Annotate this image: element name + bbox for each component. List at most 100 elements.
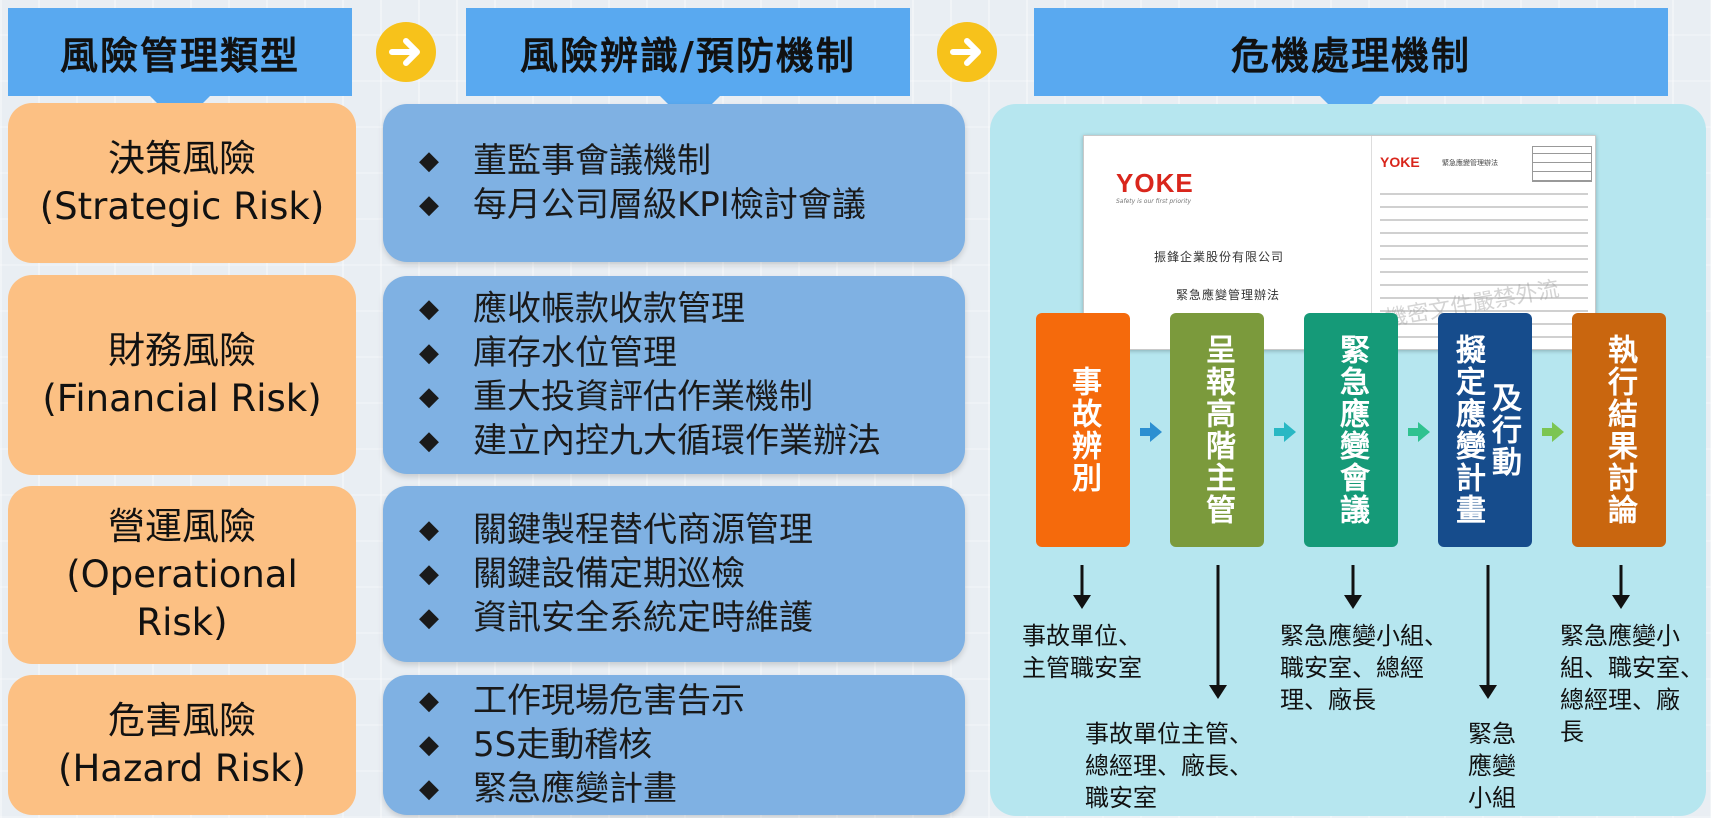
header-risk-types-label: 風險管理類型 bbox=[59, 33, 300, 78]
down-arrow-icon bbox=[1343, 565, 1363, 614]
measure-item: ◆ 建立內控九大循環作業辦法 bbox=[419, 419, 965, 463]
measure-item: ◆ 資訊安全系統定時維護 bbox=[419, 596, 965, 640]
risk-label-zh: 營運風險 bbox=[108, 505, 256, 548]
measure-text: 5S走動稽核 bbox=[473, 725, 653, 765]
diamond-bullet-icon: ◆ bbox=[419, 686, 439, 716]
step-label: 事故辨別 bbox=[1066, 366, 1101, 494]
measures-hazard: ◆ 工作現場危害告示 ◆ 5S走動稽核 ◆ 緊急應變計畫 bbox=[383, 675, 965, 815]
step-incident-identification: 事故辨別 bbox=[1036, 313, 1130, 547]
diamond-bullet-icon: ◆ bbox=[419, 338, 439, 368]
measure-item: ◆ 工作現場危害告示 bbox=[419, 679, 965, 723]
desc-line: 長 bbox=[1560, 718, 1584, 746]
right-arrow-icon bbox=[937, 22, 997, 82]
diamond-bullet-icon: ◆ bbox=[419, 382, 439, 412]
down-arrow-icon bbox=[1611, 565, 1631, 614]
header-risk-types: 風險管理類型 bbox=[8, 8, 352, 96]
diamond-bullet-icon: ◆ bbox=[419, 426, 439, 456]
step-response-plan: 擬定應變計畫 及行動 bbox=[1438, 313, 1532, 547]
header-crisis: 危機處理機制 bbox=[1034, 8, 1668, 96]
logo-tagline: Safety is our first priority bbox=[1116, 198, 1192, 205]
measure-item: ◆ 庫存水位管理 bbox=[419, 331, 965, 375]
measure-text: 建立內控九大循環作業辦法 bbox=[473, 421, 881, 461]
diamond-bullet-icon: ◆ bbox=[419, 190, 439, 220]
risk-label-en: (Operational bbox=[66, 553, 298, 596]
risk-financial: 財務風險 (Financial Risk) bbox=[8, 275, 356, 475]
measure-item: ◆ 董監事會議機制 bbox=[419, 139, 965, 183]
responsible-units-step1: 事故單位、 主管職安室 bbox=[1022, 620, 1192, 684]
measure-text: 關鍵設備定期巡檢 bbox=[473, 554, 745, 594]
measure-text: 緊急應變計畫 bbox=[473, 769, 677, 809]
document-page-cover: YOKE Safety is our first priority 振鋒企業股份… bbox=[1084, 136, 1364, 349]
step-label: 呈報高階主管 bbox=[1200, 334, 1235, 526]
step-arrow-icon bbox=[1140, 422, 1162, 446]
desc-line: 事故單位、 bbox=[1022, 622, 1142, 650]
risk-label-zh: 危害風險 bbox=[108, 699, 256, 742]
step-arrow-icon bbox=[1408, 422, 1430, 446]
diamond-bullet-icon: ◆ bbox=[419, 730, 439, 760]
desc-line: 職安室 bbox=[1085, 784, 1157, 812]
diamond-bullet-icon: ◆ bbox=[419, 294, 439, 324]
diamond-bullet-icon: ◆ bbox=[419, 146, 439, 176]
diamond-bullet-icon: ◆ bbox=[419, 774, 439, 804]
diamond-bullet-icon: ◆ bbox=[419, 559, 439, 589]
risk-hazard: 危害風險 (Hazard Risk) bbox=[8, 675, 356, 815]
measure-text: 董監事會議機制 bbox=[473, 141, 711, 181]
measure-text: 工作現場危害告示 bbox=[473, 681, 745, 721]
desc-line: 緊急應變小組、 bbox=[1280, 622, 1448, 650]
desc-line: 總經理、廠 bbox=[1560, 686, 1680, 714]
step-emergency-meeting: 緊急應變會議 bbox=[1304, 313, 1398, 547]
measure-item: ◆ 5S走動稽核 bbox=[419, 723, 965, 767]
measures-strategic: ◆ 董監事會議機制 ◆ 每月公司層級KPI檢討會議 bbox=[383, 104, 965, 262]
measures-operational: ◆關鍵製程替代商源管理 ◆ 關鍵設備定期巡檢 ◆ 資訊安全系統定時維護 bbox=[383, 486, 965, 662]
risk-label-en-2: Risk) bbox=[136, 601, 228, 644]
measure-text: 每月公司層級KPI檢討會議 bbox=[473, 185, 866, 225]
measure-text: 資訊安全系統定時維護 bbox=[473, 598, 813, 638]
header-identification: 風險辨識/預防機制 bbox=[466, 8, 910, 96]
risk-label-zh: 決策風險 bbox=[108, 137, 256, 180]
step-label: 執行結果討論 bbox=[1602, 334, 1637, 526]
desc-line: 緊急應變小組 bbox=[1468, 720, 1516, 812]
measure-item: ◆關鍵製程替代商源管理 bbox=[419, 508, 965, 552]
desc-line: 緊急應變小 bbox=[1560, 622, 1680, 650]
measure-text: 應收帳款收款管理 bbox=[473, 289, 745, 329]
step-report-management: 呈報高階主管 bbox=[1170, 313, 1264, 547]
step-label: 擬定應變計畫 bbox=[1450, 334, 1485, 526]
step-label: 緊急應變會議 bbox=[1334, 334, 1369, 526]
desc-line: 組、職安室、 bbox=[1560, 654, 1704, 682]
measure-item: ◆ 緊急應變計畫 bbox=[419, 767, 965, 811]
responsible-units-step3: 緊急應變小組、 職安室、總經 理、廠長 bbox=[1280, 620, 1480, 716]
responsible-units-step4: 緊急應變小組 bbox=[1468, 718, 1516, 814]
risk-label-en: (Financial Risk) bbox=[42, 377, 322, 420]
yoke-logo: YOKE bbox=[1116, 168, 1194, 198]
measure-item: ◆ 應收帳款收款管理 bbox=[419, 287, 965, 331]
document-company: 振鋒企業股份有限公司 bbox=[1154, 250, 1285, 264]
header-crisis-label: 危機處理機制 bbox=[1230, 33, 1471, 78]
document-page2-title: 緊急應變管理辦法 bbox=[1442, 159, 1498, 167]
step-arrow-icon bbox=[1542, 422, 1564, 446]
measure-item: ◆ 重大投資評估作業機制 bbox=[419, 375, 965, 419]
responsible-units-step5: 緊急應變小 組、職安室、 總經理、廠 長 bbox=[1560, 620, 1710, 748]
responsible-units-step2: 事故單位主管、 總經理、廠長、 職安室 bbox=[1085, 718, 1285, 814]
risk-strategic: 決策風險 (Strategic Risk) bbox=[8, 103, 356, 263]
document-info-table bbox=[1532, 146, 1592, 182]
measures-financial: ◆ 應收帳款收款管理 ◆ 庫存水位管理 ◆ 重大投資評估作業機制 ◆ 建立內控九大循環作… bbox=[383, 276, 965, 474]
risk-operational: 營運風險 (Operational Risk) bbox=[8, 486, 356, 664]
measure-text: 關鍵製程替代商源管理 bbox=[473, 510, 813, 550]
risk-label-zh: 財務風險 bbox=[108, 329, 256, 372]
step-result-discussion: 執行結果討論 bbox=[1572, 313, 1666, 547]
desc-line: 總經理、廠長、 bbox=[1085, 752, 1253, 780]
down-arrow-icon bbox=[1478, 565, 1498, 704]
down-arrow-icon bbox=[1208, 565, 1228, 704]
right-arrow-icon bbox=[376, 22, 436, 82]
risk-label-en: (Hazard Risk) bbox=[58, 747, 306, 790]
measure-text: 重大投資評估作業機制 bbox=[473, 377, 813, 417]
desc-line: 事故單位主管、 bbox=[1085, 720, 1253, 748]
document-title: 緊急應變管理辦法 bbox=[1176, 288, 1281, 302]
header-identification-label: 風險辨識/預防機制 bbox=[520, 33, 856, 78]
measure-item: ◆ 關鍵設備定期巡檢 bbox=[419, 552, 965, 596]
measure-text: 庫存水位管理 bbox=[473, 333, 677, 373]
risk-label-en: (Strategic Risk) bbox=[39, 185, 325, 228]
desc-line: 主管職安室 bbox=[1022, 654, 1142, 682]
step-label-2: 及行動 bbox=[1486, 382, 1521, 478]
diamond-bullet-icon: ◆ bbox=[419, 603, 439, 633]
